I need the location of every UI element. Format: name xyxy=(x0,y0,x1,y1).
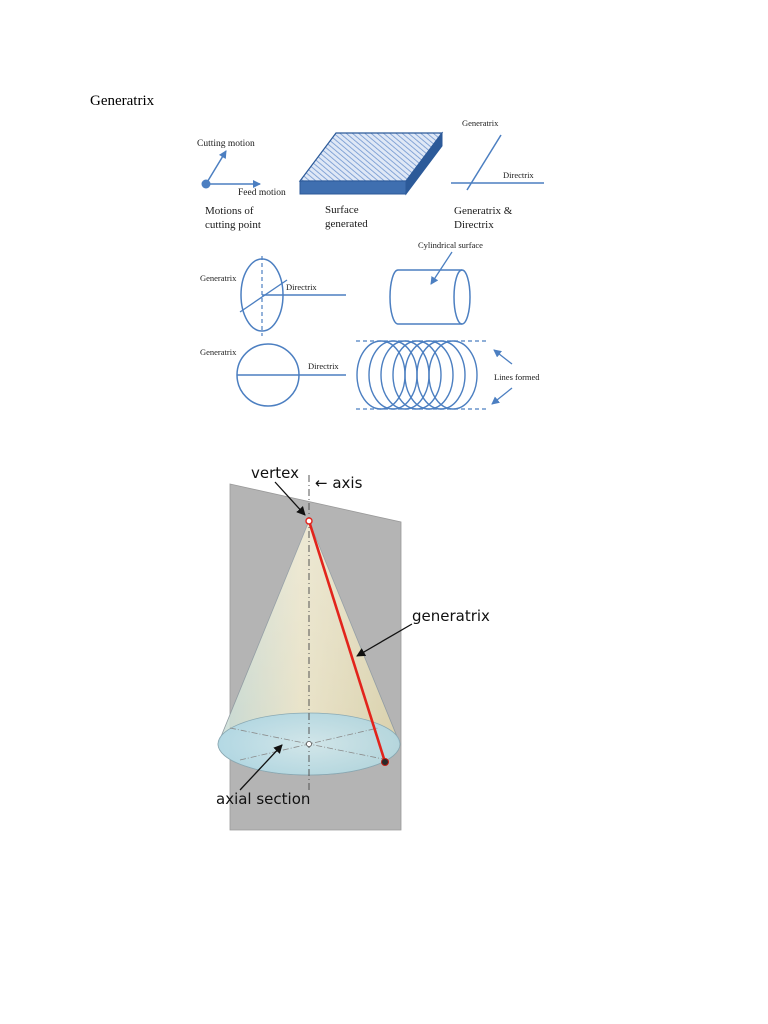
directrix-label: Directrix xyxy=(503,170,534,180)
feed-motion-label: Feed motion xyxy=(238,188,286,198)
motions-caption-line1: Motions of xyxy=(205,205,254,217)
motions-caption-line2: cutting point xyxy=(205,219,261,231)
ellipse-generatrix-label: Generatrix xyxy=(200,273,237,283)
ring-4 xyxy=(392,340,442,410)
vertex-arrow xyxy=(274,481,306,516)
circle-generatrix-label: Generatrix xyxy=(200,347,237,357)
lines-panel: Lines formed xyxy=(356,340,540,410)
axis-label: ← axis xyxy=(315,474,363,492)
circle-panel: Generatrix Directrix xyxy=(200,343,346,407)
cutting-motion-arrow xyxy=(205,150,227,185)
ellipse-directrix-label: Directrix xyxy=(286,282,317,292)
ring-5 xyxy=(404,340,454,410)
generatrix-line xyxy=(466,134,502,191)
cylinder-right-end xyxy=(453,269,471,325)
surface-front-face xyxy=(299,180,407,195)
generatrix-cone-label: generatrix xyxy=(412,607,490,625)
generatrix-red-line xyxy=(307,520,387,763)
generatrix-label: Generatrix xyxy=(462,118,499,128)
page-heading: Generatrix xyxy=(90,93,155,109)
cylinder-label: Cylindrical surface xyxy=(418,240,483,250)
cutting-motion-label: Cutting motion xyxy=(197,139,255,149)
lines-arrow-down xyxy=(491,387,513,405)
gen-dir-caption-line2: Directrix xyxy=(454,219,494,231)
lines-formed-label: Lines formed xyxy=(494,372,540,382)
cylinder-panel: Cylindrical surface xyxy=(389,240,483,325)
axial-section-label: axial section xyxy=(216,790,310,808)
lines-arrow-up xyxy=(493,349,513,365)
cone-figure: vertex ← axis generatrix axial section xyxy=(184,432,518,831)
vertex-point xyxy=(305,517,313,525)
generatrix-directrix-panel: Generatrix Directrix Generatrix & Direct… xyxy=(451,118,544,231)
ring-7 xyxy=(428,340,478,410)
gen-dir-caption-line1: Generatrix & xyxy=(454,205,513,217)
base-end-point xyxy=(381,758,389,766)
generatrix-arrow xyxy=(356,623,413,657)
cutting-point-dot xyxy=(201,179,211,189)
circle-directrix-label: Directrix xyxy=(308,361,339,371)
surface-caption-line2: generated xyxy=(325,218,368,230)
ellipse-diagonal xyxy=(239,279,288,313)
surface-side-face xyxy=(405,131,443,196)
motions-panel: Cutting motion Feed motion Motions of cu… xyxy=(197,139,286,231)
cylinder-left-end xyxy=(389,269,399,325)
ellipse-panel: Generatrix Directrix xyxy=(200,256,346,336)
ring-6 xyxy=(416,340,466,410)
axial-section-arrow xyxy=(239,744,283,791)
vertex-label: vertex xyxy=(251,464,299,482)
surface-caption-line1: Surface xyxy=(325,204,359,216)
surface-panel: Surface generated xyxy=(298,131,444,230)
cylinder-arrow xyxy=(430,251,453,285)
base-center-point xyxy=(305,741,312,748)
